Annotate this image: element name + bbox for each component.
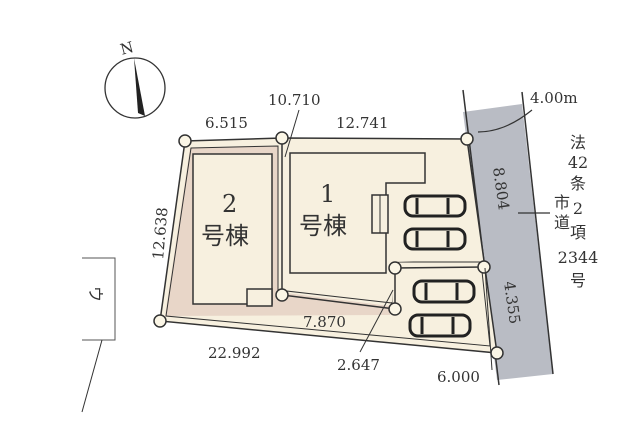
dim-top-right: 12.741 xyxy=(336,114,389,132)
boundary-markers xyxy=(153,131,504,360)
building-2 xyxy=(192,153,273,305)
dim-top-left: 6.515 xyxy=(205,114,248,132)
neighbor-line xyxy=(81,339,103,413)
neighbor-label: ウ xyxy=(86,286,105,302)
road-width-arrow xyxy=(477,109,533,133)
leader-line xyxy=(484,267,493,371)
road-area xyxy=(463,104,553,380)
road-law-line: 条 xyxy=(570,174,586,193)
road-edge-line xyxy=(521,91,554,375)
dim-right-upper: 8.804 xyxy=(489,166,513,211)
car-icon xyxy=(403,227,467,251)
building-1-label: 号棟 xyxy=(299,212,347,240)
building-2-label: 号棟 xyxy=(201,222,249,250)
dim-top-passage: 10.710 xyxy=(268,91,321,109)
building-2-number: 2 xyxy=(222,190,237,218)
dim-corner-bottom-right: 6.000 xyxy=(437,368,480,386)
car-icon xyxy=(408,313,472,338)
dim-inner-short: 2.647 xyxy=(337,356,380,374)
entrance-2 xyxy=(246,288,273,307)
dim-road-width: 4.00m xyxy=(530,89,578,107)
dim-left: 12.638 xyxy=(149,206,172,260)
road-name-line: 道 xyxy=(554,213,570,232)
leader-line xyxy=(359,289,394,353)
compass-north-label: N xyxy=(118,38,135,59)
compass-icon: N xyxy=(104,38,166,119)
neighbor-outline xyxy=(82,257,116,341)
road-law-line: 号 xyxy=(570,271,586,290)
car-icon xyxy=(403,194,467,218)
road-law-line: 2 xyxy=(573,199,583,218)
building-1 xyxy=(289,152,426,274)
road-law-line: 項 xyxy=(570,223,586,242)
building-1-number: 1 xyxy=(320,180,335,208)
road-law-line: 2344 xyxy=(558,248,599,267)
road-law-line: 42 xyxy=(568,153,588,172)
car-icon xyxy=(412,279,476,304)
road-name-line: 市 xyxy=(554,193,570,212)
dim-inner-bottom: 7.870 xyxy=(303,313,346,331)
dim-right-lower: 4.355 xyxy=(500,280,524,325)
dim-bottom: 22.992 xyxy=(208,344,261,362)
road-law-line: 法 xyxy=(570,133,586,152)
leader-line xyxy=(284,109,300,158)
